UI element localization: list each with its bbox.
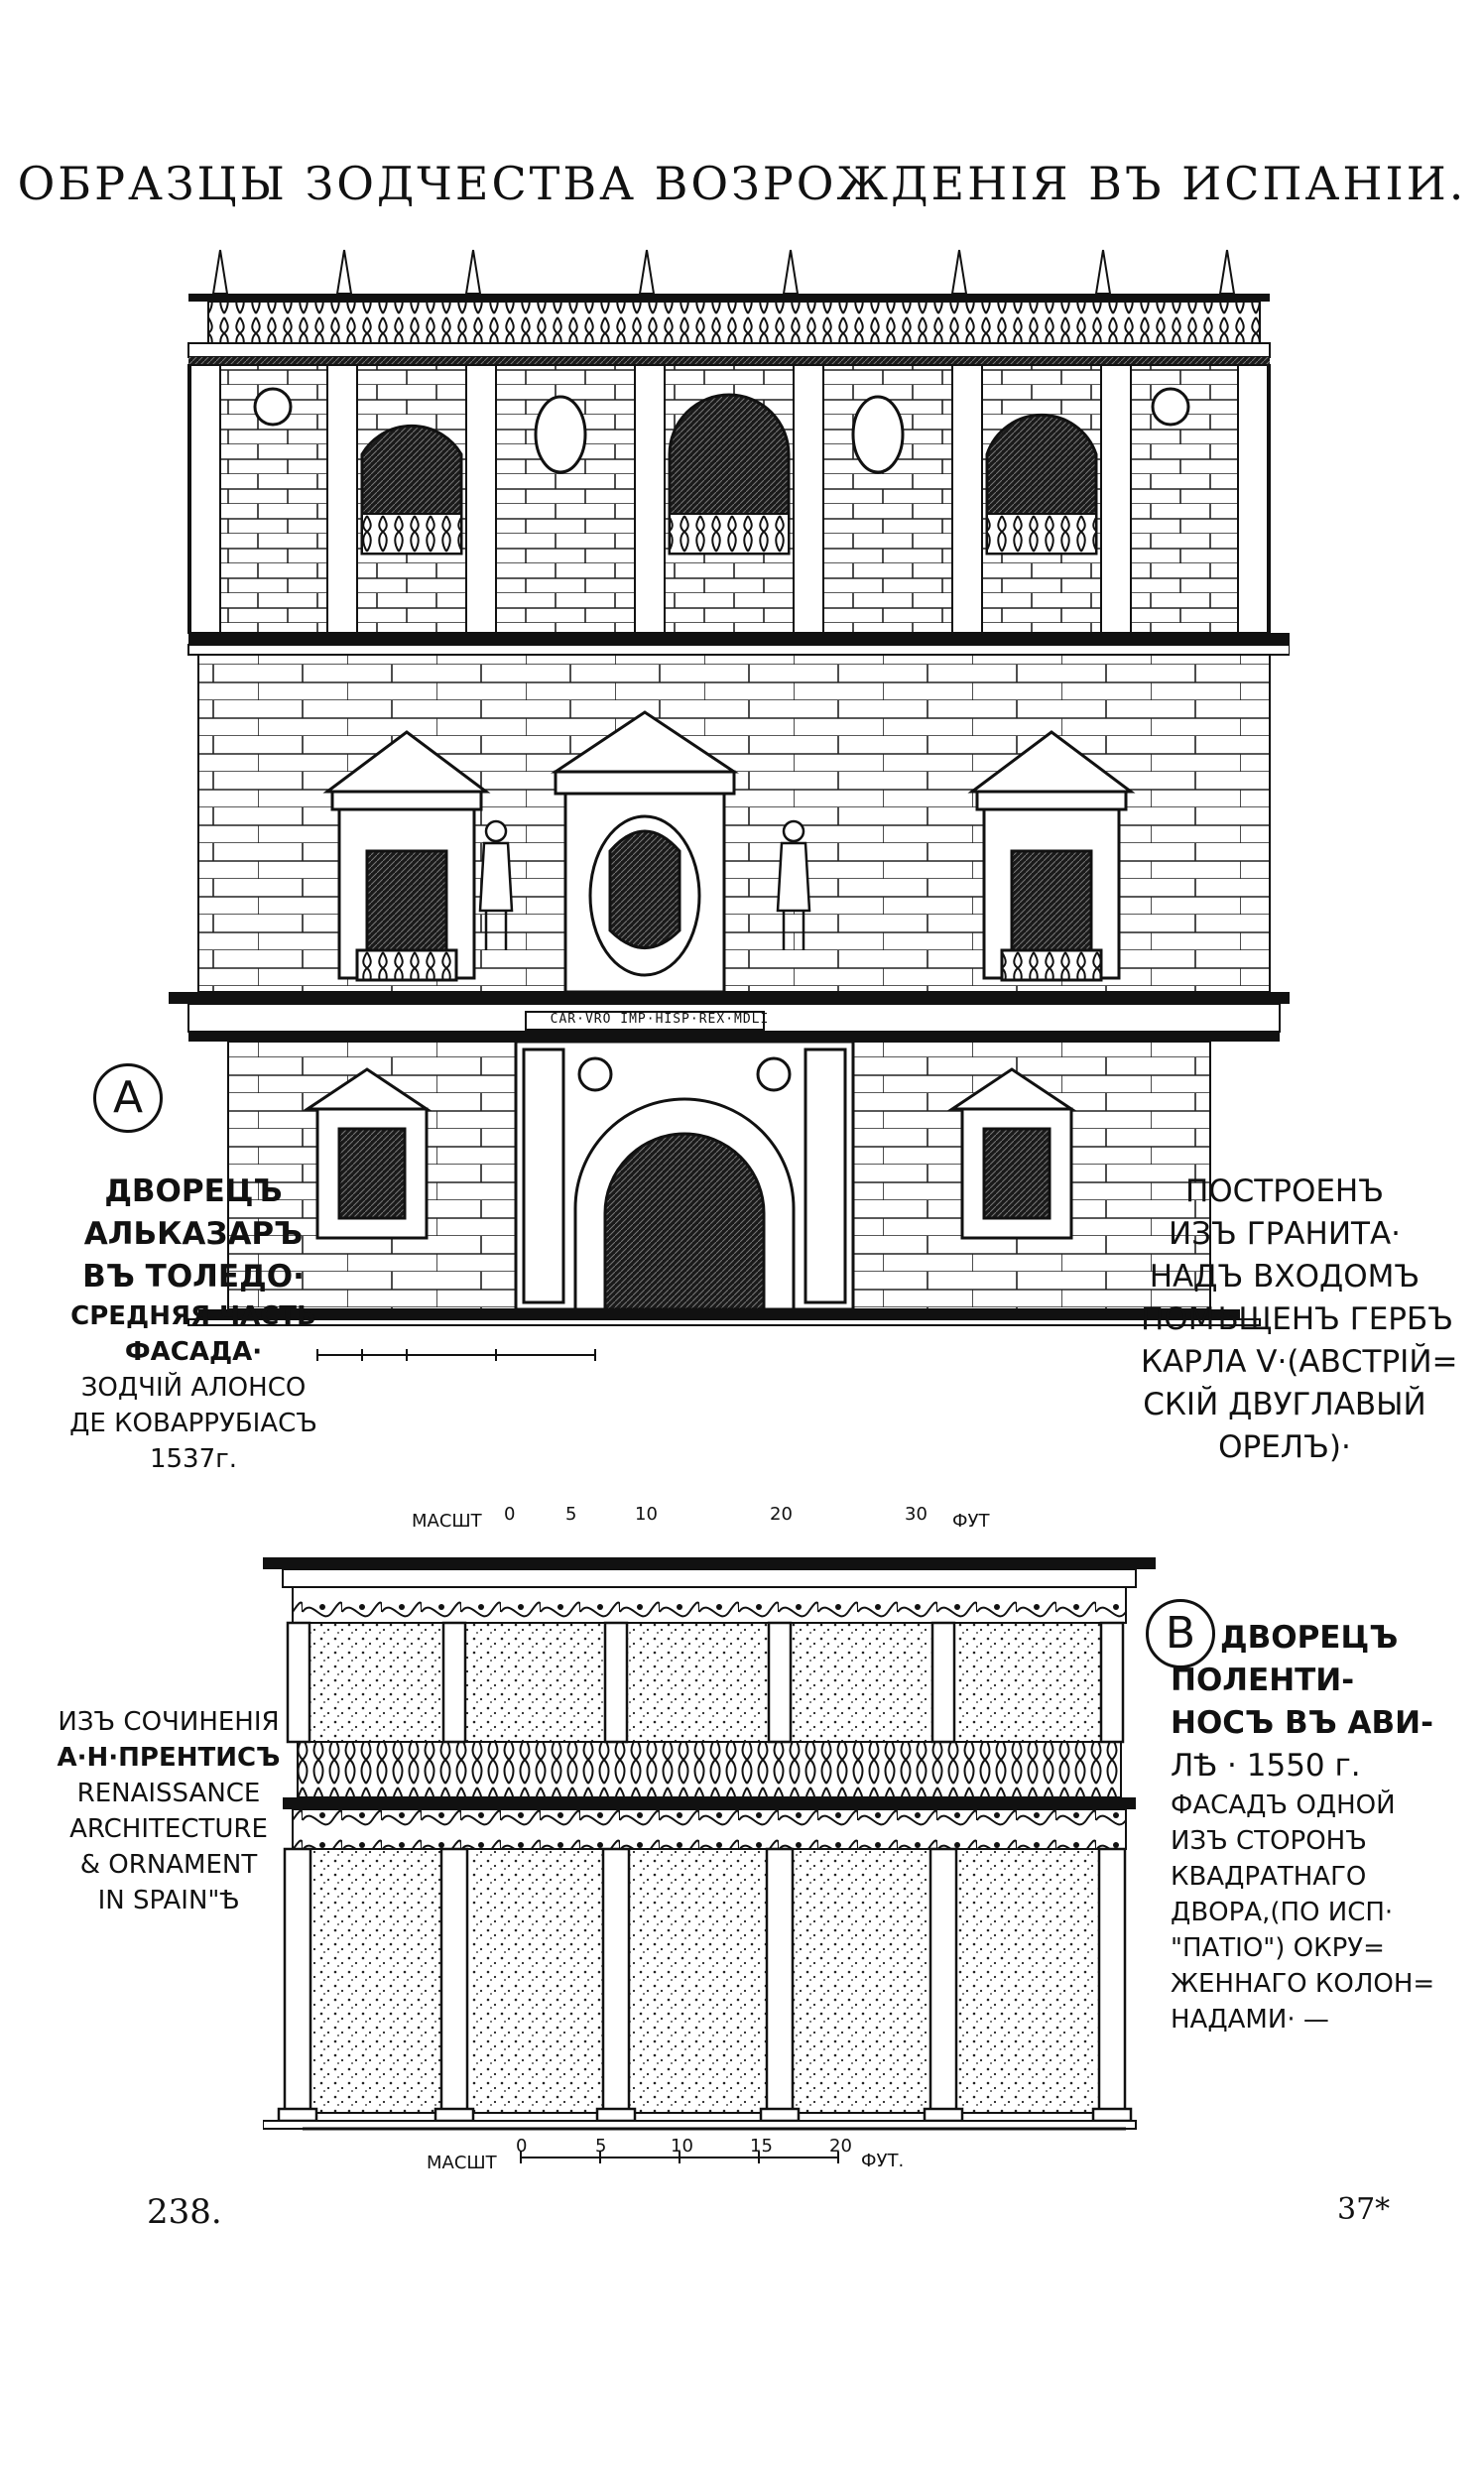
caption-line: ДВОРЕЦЪ xyxy=(104,1173,283,1209)
caption-line: ВЪ ТОЛЕДО· xyxy=(82,1259,305,1295)
caption-line: ЖЕННАГО КОЛОН= xyxy=(1171,1969,1435,1999)
caption-line: ЗОДЧІЙ АЛОНСО xyxy=(80,1373,307,1403)
page-number-left: 238. xyxy=(147,2192,222,2232)
polentinos-courtyard-drawing xyxy=(263,1557,1156,2163)
caption-line: IN SPAIN"Ѣ xyxy=(97,1886,240,1915)
figure-b-caption-left: ИЗЪ СОЧИНЕНІЯ А·Н·ПРЕНТИСЪ RENAISSANCE A… xyxy=(50,1704,288,1918)
caption-line: ИЗЪ СОЧИНЕНІЯ xyxy=(58,1707,280,1737)
scale-b-tick: 5 xyxy=(595,2136,607,2157)
caption-line: СКІЙ ДВУГЛАВЫЙ xyxy=(1143,1387,1426,1422)
caption-line: НАДАМИ· — xyxy=(1171,2005,1329,2034)
caption-line: НОСЪ ВЪ АВИ- xyxy=(1171,1705,1433,1741)
caption-line: А·Н·ПРЕНТИСЪ xyxy=(57,1743,281,1773)
caption-line: КАРЛА V·(АВСТРІЙ= xyxy=(1141,1344,1458,1380)
scale-b-tick: 0 xyxy=(516,2136,528,2157)
scale-b-tick: 15 xyxy=(750,2136,773,2157)
scale-a-unit: ФУТ xyxy=(952,1511,990,1532)
caption-line: ПОСТРОЕНЪ xyxy=(1184,1173,1385,1209)
caption-line: ОРЕЛЪ)· xyxy=(1218,1429,1351,1465)
caption-line: КВАДРАТНАГО xyxy=(1171,1862,1367,1892)
scale-b-tick: 10 xyxy=(671,2136,693,2157)
caption-line: ДЕ КОВАРРУБІАСЪ xyxy=(69,1409,317,1438)
caption-line: ARCHITECTURE xyxy=(69,1814,268,1844)
caption-line: 1537г. xyxy=(149,1444,238,1474)
scale-a-tick: 0 xyxy=(504,1504,516,1525)
caption-line: & ORNAMENT xyxy=(79,1850,258,1880)
alcazar-facade-drawing xyxy=(169,249,1290,1361)
page-title: ОБРАЗЦЫ ЗОДЧЕСТВА ВОЗРОЖДЕНІЯ ВЪ ИСПАНІИ… xyxy=(17,157,1467,210)
figure-b-caption-right: ДВОРЕЦЪ ПОЛЕНТИ- НОСЪ ВЪ АВИ- ЛѢ · 1550 … xyxy=(1171,1617,1448,2037)
portal-inscription: CAR·VRO IMP·HISP·REX·MDLI xyxy=(550,1012,770,1027)
caption-line: АЛЬКАЗАРЪ xyxy=(83,1216,304,1252)
caption-line: ЛѢ · 1550 г. xyxy=(1171,1748,1361,1784)
caption-line: ДВОРЕЦЪ xyxy=(1220,1620,1399,1656)
figure-a-caption-left: ДВОРЕЦЪ АЛЬКАЗАРЪ ВЪ ТОЛЕДО· СРЕДНЯЯ ЧАС… xyxy=(60,1171,327,1477)
caption-line: ДВОРА,(ПО ИСП· xyxy=(1171,1898,1394,1927)
scale-a-tick: 5 xyxy=(565,1504,577,1525)
caption-line: "ПАТІО") ОКРУ= xyxy=(1171,1933,1385,1963)
caption-line: ФАСАДА· xyxy=(124,1337,263,1367)
scale-a-tick: 30 xyxy=(905,1504,928,1525)
caption-line: ПОМѢЩЕНЪ ГЕРБЪ xyxy=(1141,1301,1454,1337)
scale-a-tick: 10 xyxy=(635,1504,658,1525)
figure-b-marker: B xyxy=(1146,1599,1215,1668)
scale-b-tick: 20 xyxy=(829,2136,852,2157)
page-number-right: 37* xyxy=(1337,2192,1391,2227)
caption-line: СРЕДНЯЯ ЧАСТЬ xyxy=(70,1301,316,1331)
figure-a-caption-right: ПОСТРОЕНЪ ИЗЪ ГРАНИТА· НАДЪ ВХОДОМЪ ПОМѢ… xyxy=(1141,1171,1458,1469)
figure-a-marker: A xyxy=(93,1063,163,1133)
scale-b-unit: ФУТ. xyxy=(861,2151,905,2171)
scale-a-tick: 20 xyxy=(770,1504,793,1525)
caption-line: ФАСАДЪ ОДНОЙ xyxy=(1171,1790,1396,1820)
scale-a-label: МАСШТ xyxy=(412,1511,482,1532)
caption-line: ИЗЪ СТОРОНЪ xyxy=(1171,1826,1367,1856)
caption-line: НАДЪ ВХОДОМЪ xyxy=(1149,1259,1421,1295)
caption-line: RENAISSANCE xyxy=(76,1779,261,1808)
caption-line: ПОЛЕНТИ- xyxy=(1171,1663,1355,1698)
caption-line: ИЗЪ ГРАНИТА· xyxy=(1168,1216,1402,1252)
scale-b-label: МАСШТ xyxy=(427,2153,497,2173)
